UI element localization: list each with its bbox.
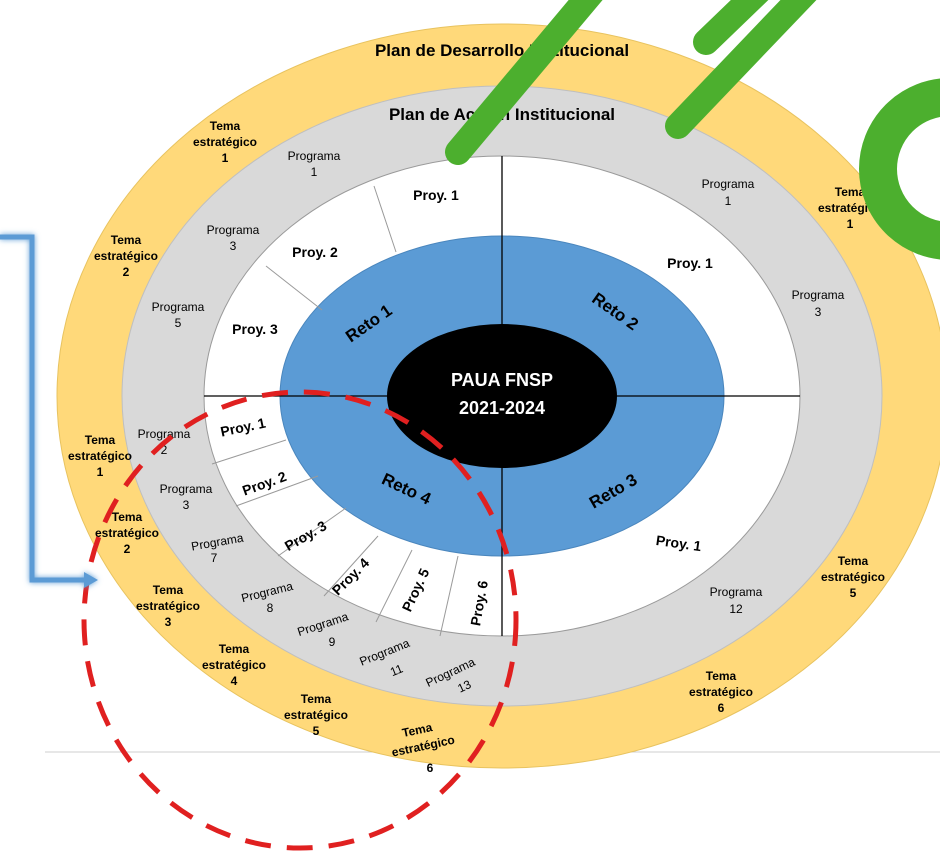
tema-number: 5 [313, 724, 320, 738]
tema-label: Tema [838, 554, 869, 568]
programa-label: Programa [138, 427, 191, 441]
tema-number: 2 [124, 542, 131, 556]
programa-label: Programa [160, 482, 213, 496]
programa-number: 12 [729, 602, 743, 616]
programa-number: 9 [329, 635, 336, 649]
tema-label: Tema [85, 433, 116, 447]
tema-label: estratégico [193, 135, 257, 149]
q4-separator [277, 507, 347, 557]
tema-label: Tema [210, 119, 241, 133]
programa-number: 8 [267, 601, 274, 615]
q4-separator [375, 549, 413, 623]
tema-label: Tema [219, 642, 250, 656]
green-decoration [445, 0, 940, 260]
q4-separator [235, 475, 319, 507]
proyecto-q4: Proy. 6 [467, 579, 491, 627]
programa-number: 5 [175, 316, 182, 330]
center-title: PAUA FNSP [451, 370, 553, 390]
tema-label: Tema [112, 510, 143, 524]
tema-number: 1 [847, 217, 854, 231]
programa-number: 3 [230, 239, 237, 253]
tema-number: 6 [718, 701, 725, 715]
tema-label: estratégico [68, 449, 132, 463]
tema-number: 2 [123, 265, 130, 279]
programa-label: Programa [792, 288, 845, 302]
programa-number: 11 [388, 661, 405, 679]
programa-number: 1 [311, 165, 318, 179]
tema-label: estratégico [818, 201, 882, 215]
q1-separator [265, 265, 323, 311]
dashed-highlight-circle [81, 389, 519, 851]
proyecto-q1: Proy. 3 [232, 321, 278, 337]
tema-number: 1 [222, 151, 229, 165]
tema-number: 3 [165, 615, 172, 629]
tema-label: estratégico [136, 599, 200, 613]
tema-label: Tema [153, 583, 184, 597]
programa-label: Programa [702, 177, 755, 191]
proyecto-q1: Proy. 1 [413, 187, 459, 203]
programa-number: 2 [161, 443, 168, 457]
tema-label: Tema [111, 233, 142, 247]
q4-separator [211, 439, 287, 465]
center-years: 2021-2024 [459, 398, 545, 418]
programa-number: 3 [815, 305, 822, 319]
tema-label: estratégico [202, 658, 266, 672]
tema-label: Tema [835, 185, 866, 199]
q1-separator [373, 185, 397, 253]
proyecto-q2: Proy. 1 [667, 255, 713, 271]
tema-label: estratégico [94, 249, 158, 263]
tema-label: estratégico [689, 685, 753, 699]
programa-number: 1 [725, 194, 732, 208]
proyecto-q3: Proy. 1 [655, 532, 703, 554]
temas-layer: Tema estratégico 1 Tema estratégico 2 Te… [68, 119, 885, 775]
programa-label: Programa [710, 585, 763, 599]
programa-number: 7 [211, 551, 218, 565]
programa-number: 13 [455, 677, 473, 695]
tema-label: estratégico [821, 570, 885, 584]
programa-label: Programa [152, 300, 205, 314]
tema-number: 4 [231, 674, 238, 688]
outer-title: Plan de Desarrollo Institucional [375, 41, 629, 60]
center-ellipse [387, 324, 617, 468]
blue-bracket-arrow [0, 234, 98, 588]
tema-label: Tema [706, 669, 737, 683]
programa-label: Programa [288, 149, 341, 163]
programa-number: 3 [183, 498, 190, 512]
tema-label: estratégico [284, 708, 348, 722]
q4-separator [323, 535, 379, 597]
tema-label: estratégico [95, 526, 159, 540]
q4-separator [439, 555, 459, 637]
tema-label: Tema [301, 692, 332, 706]
tema-number: 5 [850, 586, 857, 600]
tema-number: 6 [427, 761, 434, 775]
tema-number: 1 [97, 465, 104, 479]
proyecto-q1: Proy. 2 [292, 244, 338, 260]
tema-label: Tema [401, 720, 434, 740]
programa-label: Programa [207, 223, 260, 237]
